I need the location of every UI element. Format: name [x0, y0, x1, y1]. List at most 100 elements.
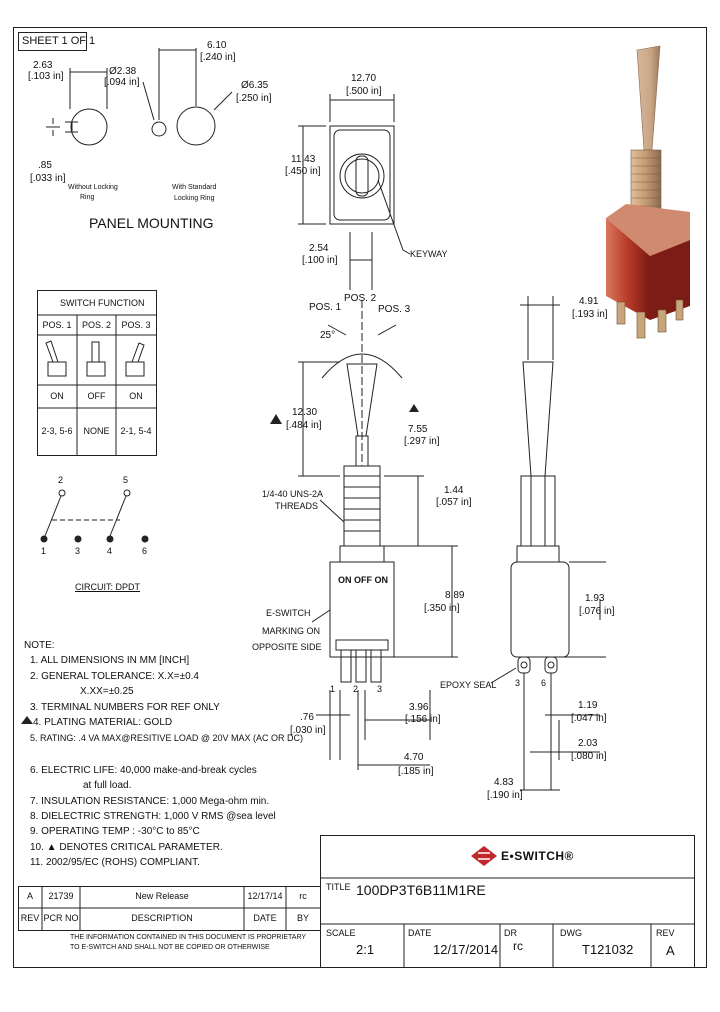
rev-label: REV — [656, 928, 675, 938]
note-3: 3. TERMINAL NUMBERS FOR REF ONLY — [30, 702, 220, 713]
note-6b: at full load. — [83, 780, 132, 791]
term-width: .76 — [300, 712, 314, 723]
term-width-in: [.030 in] — [290, 725, 326, 736]
circuit-pin-2: 2 — [58, 475, 64, 485]
side-hole: 1.19 — [578, 700, 598, 711]
dwg-value: T121032 — [582, 942, 634, 957]
panel-dim-dia-in: [.250 in] — [236, 93, 272, 104]
rev-row-desc: New Release — [135, 891, 189, 901]
front-threads — [343, 465, 381, 547]
dwg-label: DWG — [560, 928, 582, 938]
note-7: 7. INSULATION RESISTANCE: 1,000 Mega-ohm… — [30, 796, 270, 807]
note-4: 4. PLATING MATERIAL: GOLD — [33, 717, 173, 728]
brand-name: E•SWITCH® — [501, 849, 574, 863]
panel-dim-spacing: 6.10 — [207, 40, 227, 51]
thread-dia-in: [.100 in] — [302, 255, 338, 266]
side-pin-3: 3 — [515, 678, 521, 688]
note-1: 1. ALL DIMENSIONS IN MM [INCH] — [30, 655, 190, 666]
rev-row-rev: A — [26, 891, 33, 901]
keyway-label: KEYWAY — [410, 249, 448, 259]
side-row-in: [.190 in] — [487, 790, 523, 801]
front-pin-2: 2 — [353, 684, 359, 694]
panel-dim-flat: .85 — [38, 160, 52, 171]
proprietary-1: THE INFORMATION CONTAINED IN THIS DOCUME… — [70, 934, 307, 941]
rev-header-pcr: PCR NO — [43, 913, 79, 923]
dr-label: DR — [504, 928, 517, 938]
without-ring-label-2: Ring — [80, 194, 95, 201]
panel-dim-width: 2.63 — [33, 60, 53, 71]
side-lever-width-in: [.193 in] — [572, 309, 608, 320]
span-in: [.185 in] — [398, 766, 434, 777]
sf-conn-3: 2-1, 5-4 — [120, 426, 152, 436]
rev-header-desc: DESCRIPTION — [131, 913, 193, 923]
sf-state-1: ON — [50, 391, 64, 401]
panel-mounting-title: PANEL MOUNTING — [89, 215, 214, 231]
top-view-housing — [329, 125, 395, 225]
threads-spec: 1/4-40 UNS-2A — [262, 489, 324, 499]
front-pin-1: 1 — [330, 684, 336, 694]
top-height-in: [.450 in] — [285, 166, 321, 177]
epoxy-label: EPOXY SEAL — [440, 680, 497, 690]
panel-dim-spacing-in: [.240 in] — [200, 52, 236, 63]
panel-hole-small — [151, 121, 167, 137]
part-number: 100DP3T6B11M1RE — [356, 882, 486, 898]
pitch: 3.96 — [409, 702, 429, 713]
marking-3: OPPOSITE SIDE — [252, 642, 322, 652]
lever-top-in: [.297 in] — [404, 436, 440, 447]
side-depth-in: [.076 in] — [579, 606, 615, 617]
dr-value: rc — [513, 939, 523, 953]
rev-value: A — [666, 943, 675, 958]
panel-dim-dia: Ø6.35 — [241, 80, 269, 91]
note-8: 8. DIELECTRIC STRENGTH: 1,000 V RMS @sea… — [30, 811, 276, 822]
note-11: 11. 2002/95/EC (ROHS) COMPLIANT. — [30, 857, 200, 868]
panel-dim-hole-in: [.094 in] — [104, 77, 140, 88]
panel-dim-width-in: [.103 in] — [28, 71, 64, 82]
switch-function-table — [37, 290, 157, 456]
side-term-len: 2.03 — [578, 738, 598, 749]
scale-label: SCALE — [326, 928, 356, 938]
product-render — [606, 45, 690, 339]
with-ring-label-2: Locking Ring — [174, 195, 215, 202]
side-threads — [520, 475, 556, 547]
sf-header-3: POS. 3 — [121, 320, 151, 330]
note-2b: X.XX=±0.25 — [80, 686, 134, 697]
panel-hole-with-ring — [176, 106, 216, 146]
sf-conn-1: 2-3, 5-6 — [41, 426, 73, 436]
side-lever-width: 4.91 — [579, 296, 599, 307]
top-view-bushing — [339, 153, 385, 199]
sf-conn-2: NONE — [83, 426, 110, 436]
panel-dim-flat-in: [.033 in] — [30, 173, 66, 184]
front-pin-3: 3 — [377, 684, 383, 694]
circuit-pin-5: 5 — [123, 475, 129, 485]
side-pin-6: 6 — [541, 678, 547, 688]
date-label: DATE — [408, 928, 432, 938]
side-depth: 1.93 — [585, 593, 605, 604]
circuit-pin-4: 4 — [107, 546, 113, 556]
note-9: 9. OPERATING TEMP : -30°C to 85°C — [30, 826, 200, 837]
e-switch-logo — [471, 846, 497, 866]
side-row: 4.83 — [494, 777, 514, 788]
panel-dim-hole: Ø2.38 — [109, 66, 137, 77]
bushing-dim: 1.44 — [444, 485, 464, 496]
bushing-dim-in: [.057 in] — [436, 497, 472, 508]
pos3-label: POS. 3 — [378, 304, 411, 315]
sheet-label-box — [18, 32, 87, 51]
angle-label: 25° — [320, 330, 336, 341]
body-height-in: [.350 in] — [424, 603, 460, 614]
thread-dia: 2.54 — [309, 243, 329, 254]
note-5: 5. RATING: .4 VA MAX@RESITIVE LOAD @ 20V… — [30, 733, 303, 743]
circuit-pin-3: 3 — [75, 546, 81, 556]
rev-header-by: BY — [296, 913, 309, 923]
marking-1: E-SWITCH — [266, 608, 311, 618]
circuit-label: CIRCUIT: DPDT — [75, 582, 140, 592]
body-marking: ON OFF ON — [338, 575, 388, 585]
circuit-pin-6: 6 — [142, 546, 148, 556]
threads-label: THREADS — [275, 501, 319, 511]
pos2-label: POS. 2 — [344, 293, 377, 304]
body-height: 8.89 — [445, 590, 465, 601]
marking-2: MARKING ON — [262, 626, 321, 636]
top-width: 12.70 — [351, 73, 377, 84]
sf-state-3: ON — [129, 391, 143, 401]
